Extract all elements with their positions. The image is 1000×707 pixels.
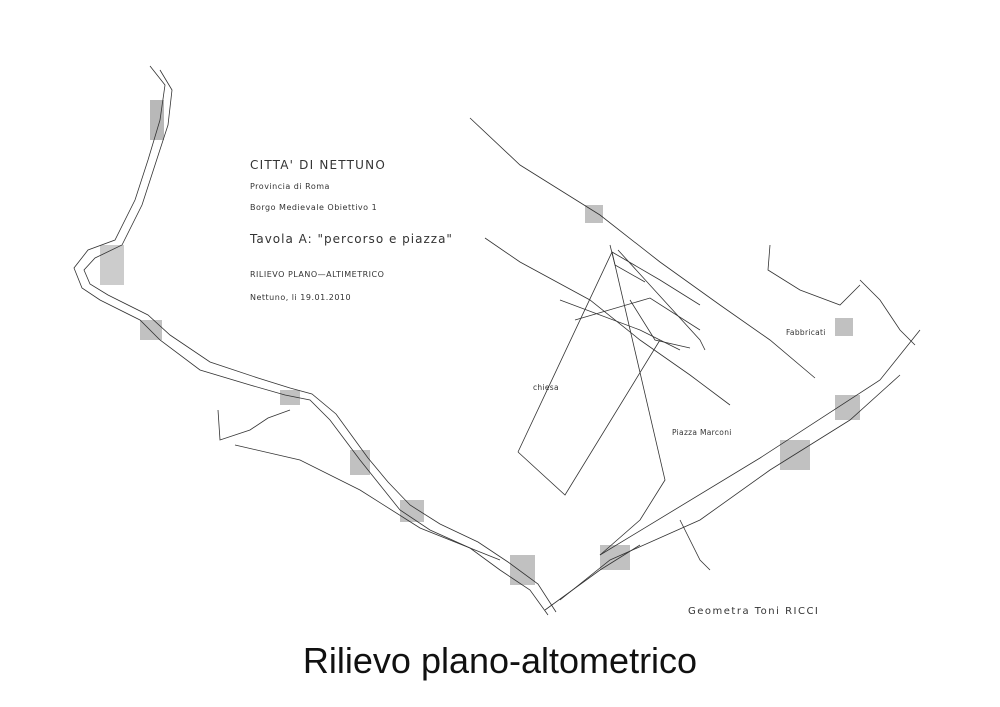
buildings-label: Fabbricati — [786, 328, 826, 337]
place-date-label: Nettuno, li 19.01.2010 — [250, 293, 352, 302]
slide-caption: Rilievo plano-altometrico — [302, 640, 698, 681]
city-title: CITTA' DI NETTUNO — [250, 158, 386, 172]
survey-points — [100, 100, 860, 585]
survey-drawing — [73, 65, 921, 616]
surveyor-signature: Geometra Toni RICCI — [688, 606, 820, 617]
survey-lines — [73, 65, 921, 616]
survey-type-label: RILIEVO PLANO—ALTIMETRICO — [250, 270, 385, 279]
church-label: chiesa — [533, 383, 559, 392]
sheet-title: Tavola A: "percorso e piazza" — [250, 232, 453, 246]
square-label: Piazza Marconi — [672, 428, 732, 437]
province-label: Provincia di Roma — [250, 182, 330, 191]
project-label: Borgo Medievale Obiettivo 1 — [250, 203, 378, 212]
